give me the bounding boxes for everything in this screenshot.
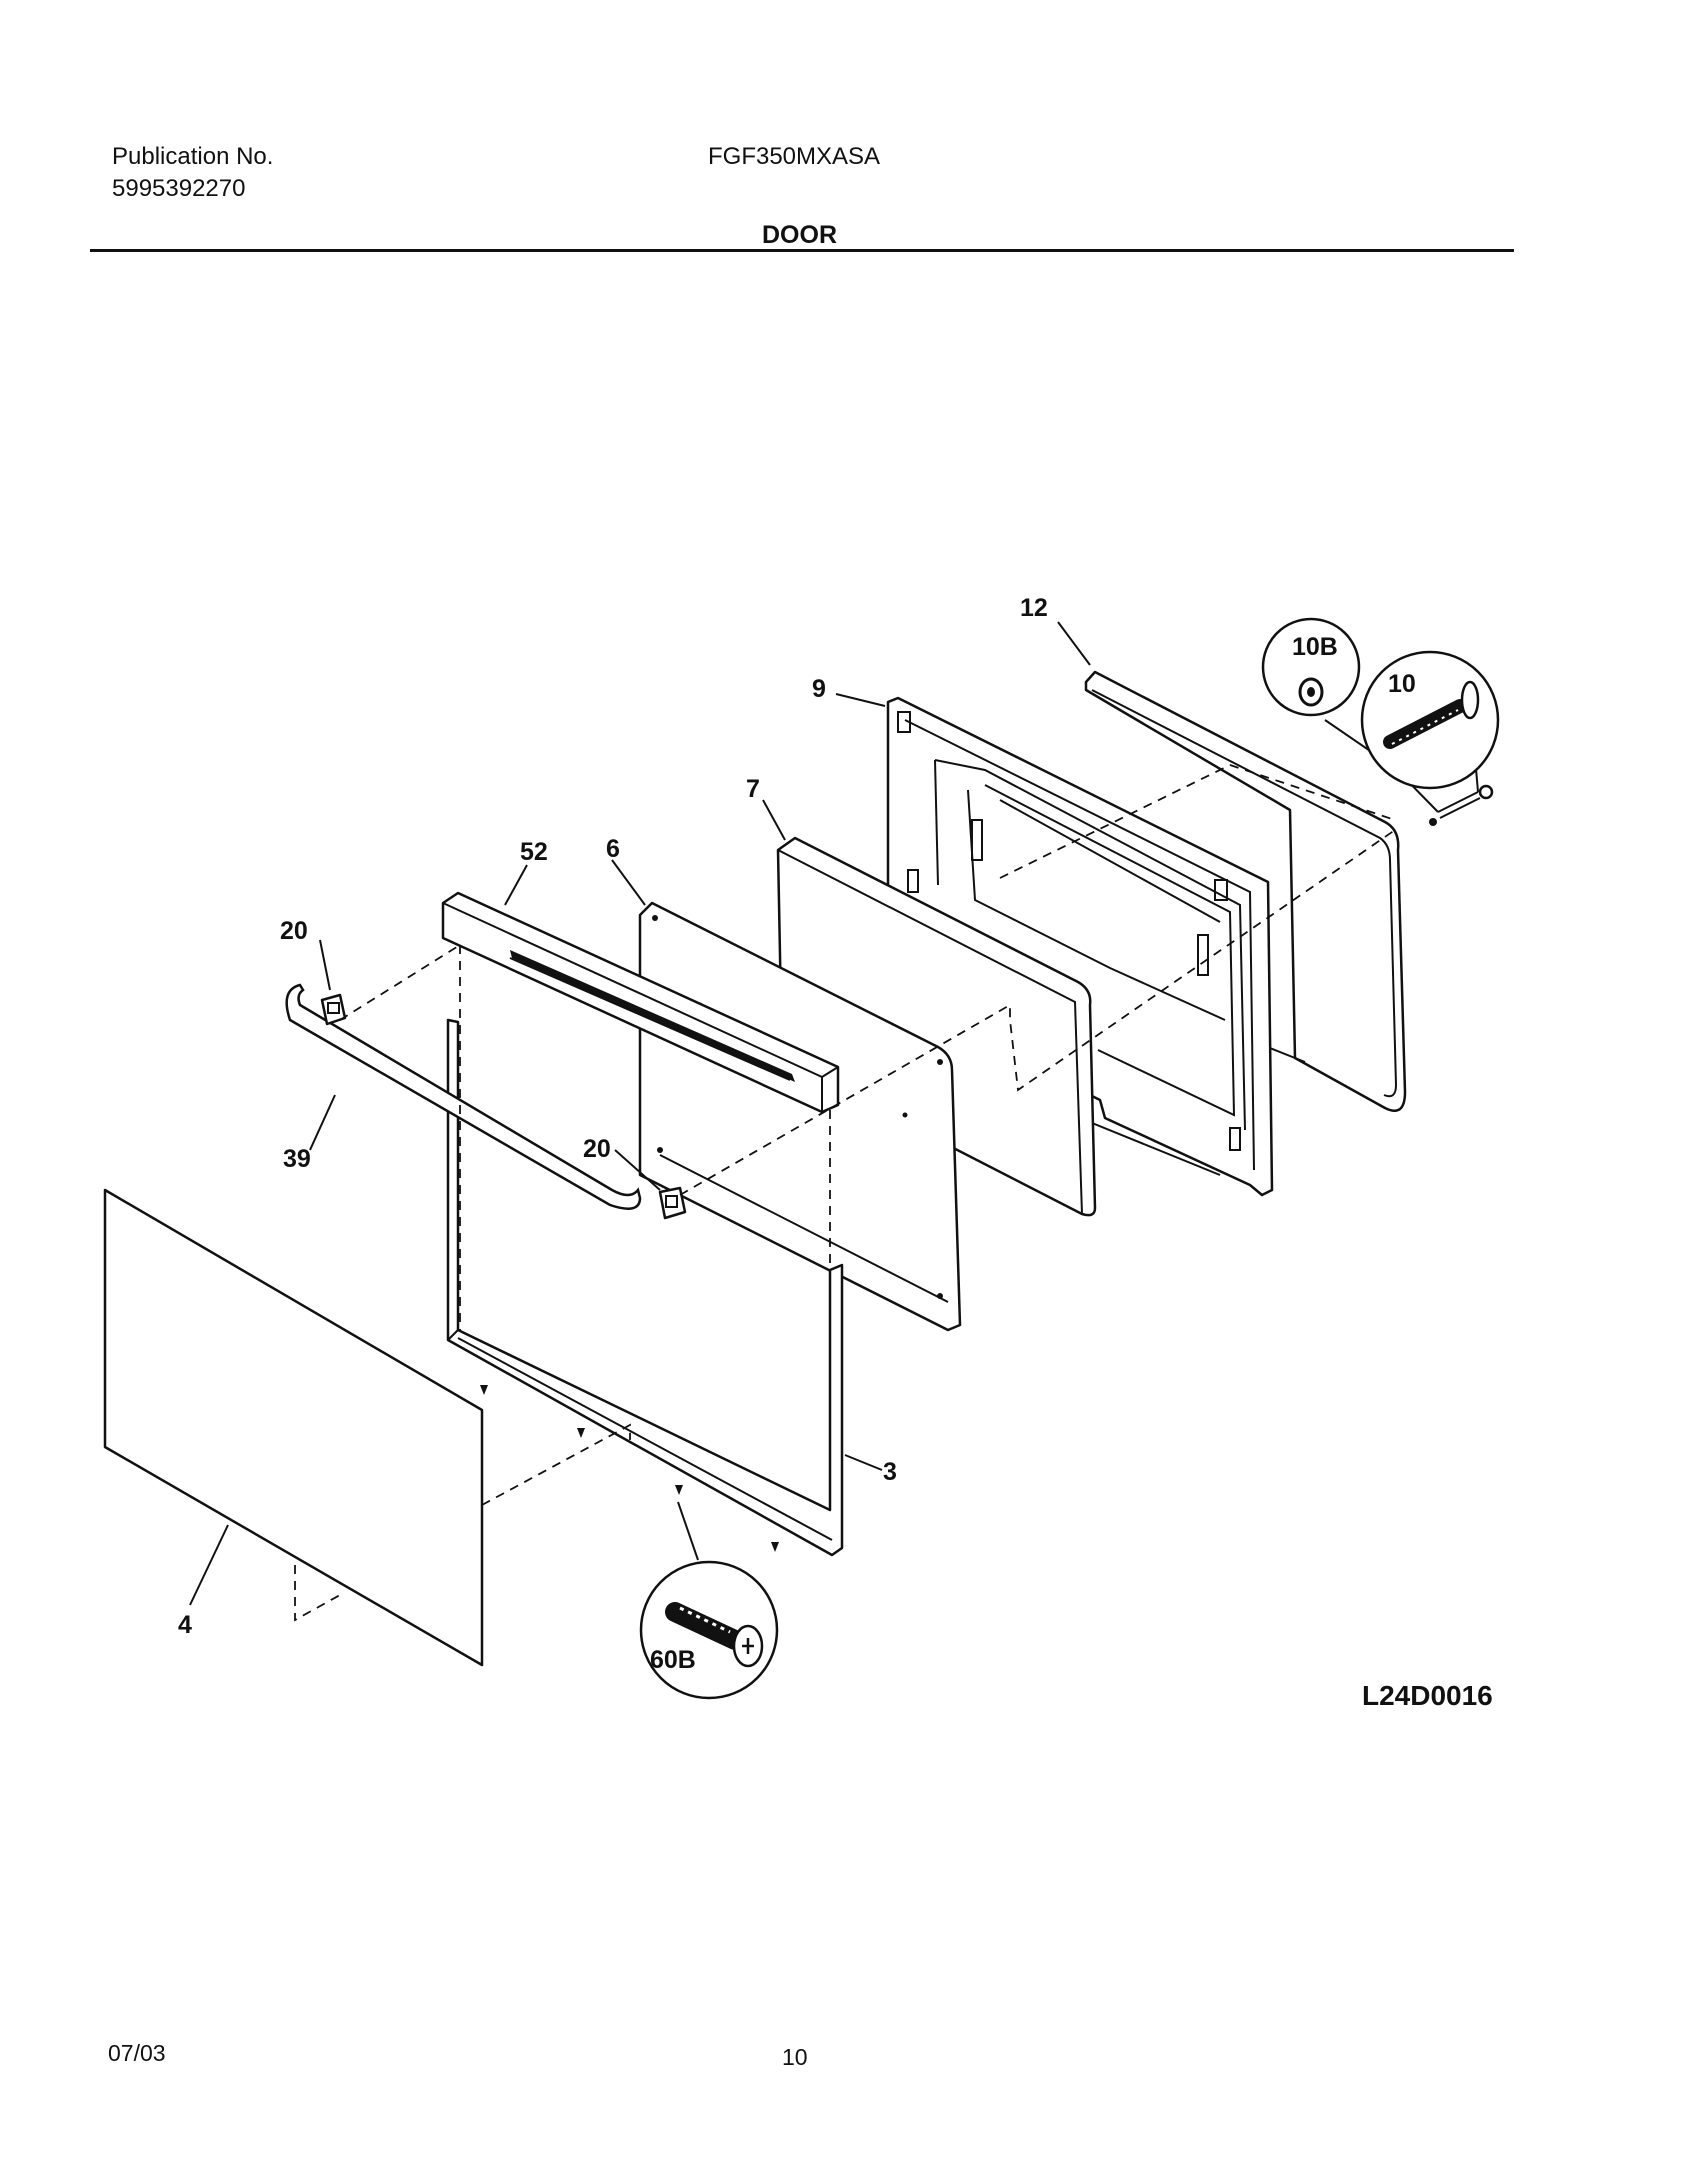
- detail-60b-screw: [639, 1560, 779, 1700]
- callout-20-lower: 20: [583, 1135, 611, 1163]
- callout-4: 4: [178, 1611, 192, 1639]
- part-7-insulation: [776, 836, 1097, 1217]
- callout-39: 39: [283, 1145, 311, 1173]
- publication-number: 5995392270: [112, 175, 246, 202]
- part-12-gasket: [1084, 670, 1407, 1112]
- part-39-handle: [285, 983, 642, 1210]
- frame-screws: [480, 1385, 779, 1552]
- footer-date: 07/03: [108, 2040, 166, 2066]
- part-3-door-frame: [446, 1018, 844, 1557]
- callout-9: 9: [812, 675, 826, 703]
- part-10-screw: [1429, 784, 1494, 826]
- callout-20-upper: 20: [280, 917, 308, 945]
- diagram-code: L24D0016: [1362, 1680, 1493, 1711]
- callout-6: 6: [606, 835, 620, 863]
- model-number: FGF350MXASA: [708, 143, 881, 170]
- part-4-outer-glass: [103, 1188, 484, 1667]
- part-52-top-trim: [441, 891, 840, 1114]
- callout-10b: 10B: [1292, 633, 1338, 661]
- callout-52: 52: [520, 838, 548, 866]
- callout-60b: 60B: [650, 1646, 696, 1674]
- section-title: DOOR: [762, 221, 837, 249]
- leader-lines: [189, 621, 1479, 1606]
- callout-10: 10: [1388, 670, 1416, 698]
- detail-10b-washer: [1261, 617, 1361, 717]
- alignment-lines: [294, 764, 1396, 1622]
- part-20-handle-cap-upper: [320, 993, 347, 1026]
- publication-label: Publication No.: [112, 143, 274, 170]
- callout-7: 7: [746, 775, 760, 803]
- part-20-handle-cap-lower: [658, 1186, 687, 1220]
- header-rule: [90, 249, 1514, 252]
- callout-3: 3: [883, 1458, 897, 1486]
- callout-12: 12: [1020, 594, 1048, 622]
- detail-10-bolt: [1360, 650, 1500, 790]
- part-6-inner-panel: [638, 901, 962, 1332]
- page-number: 10: [782, 2044, 808, 2070]
